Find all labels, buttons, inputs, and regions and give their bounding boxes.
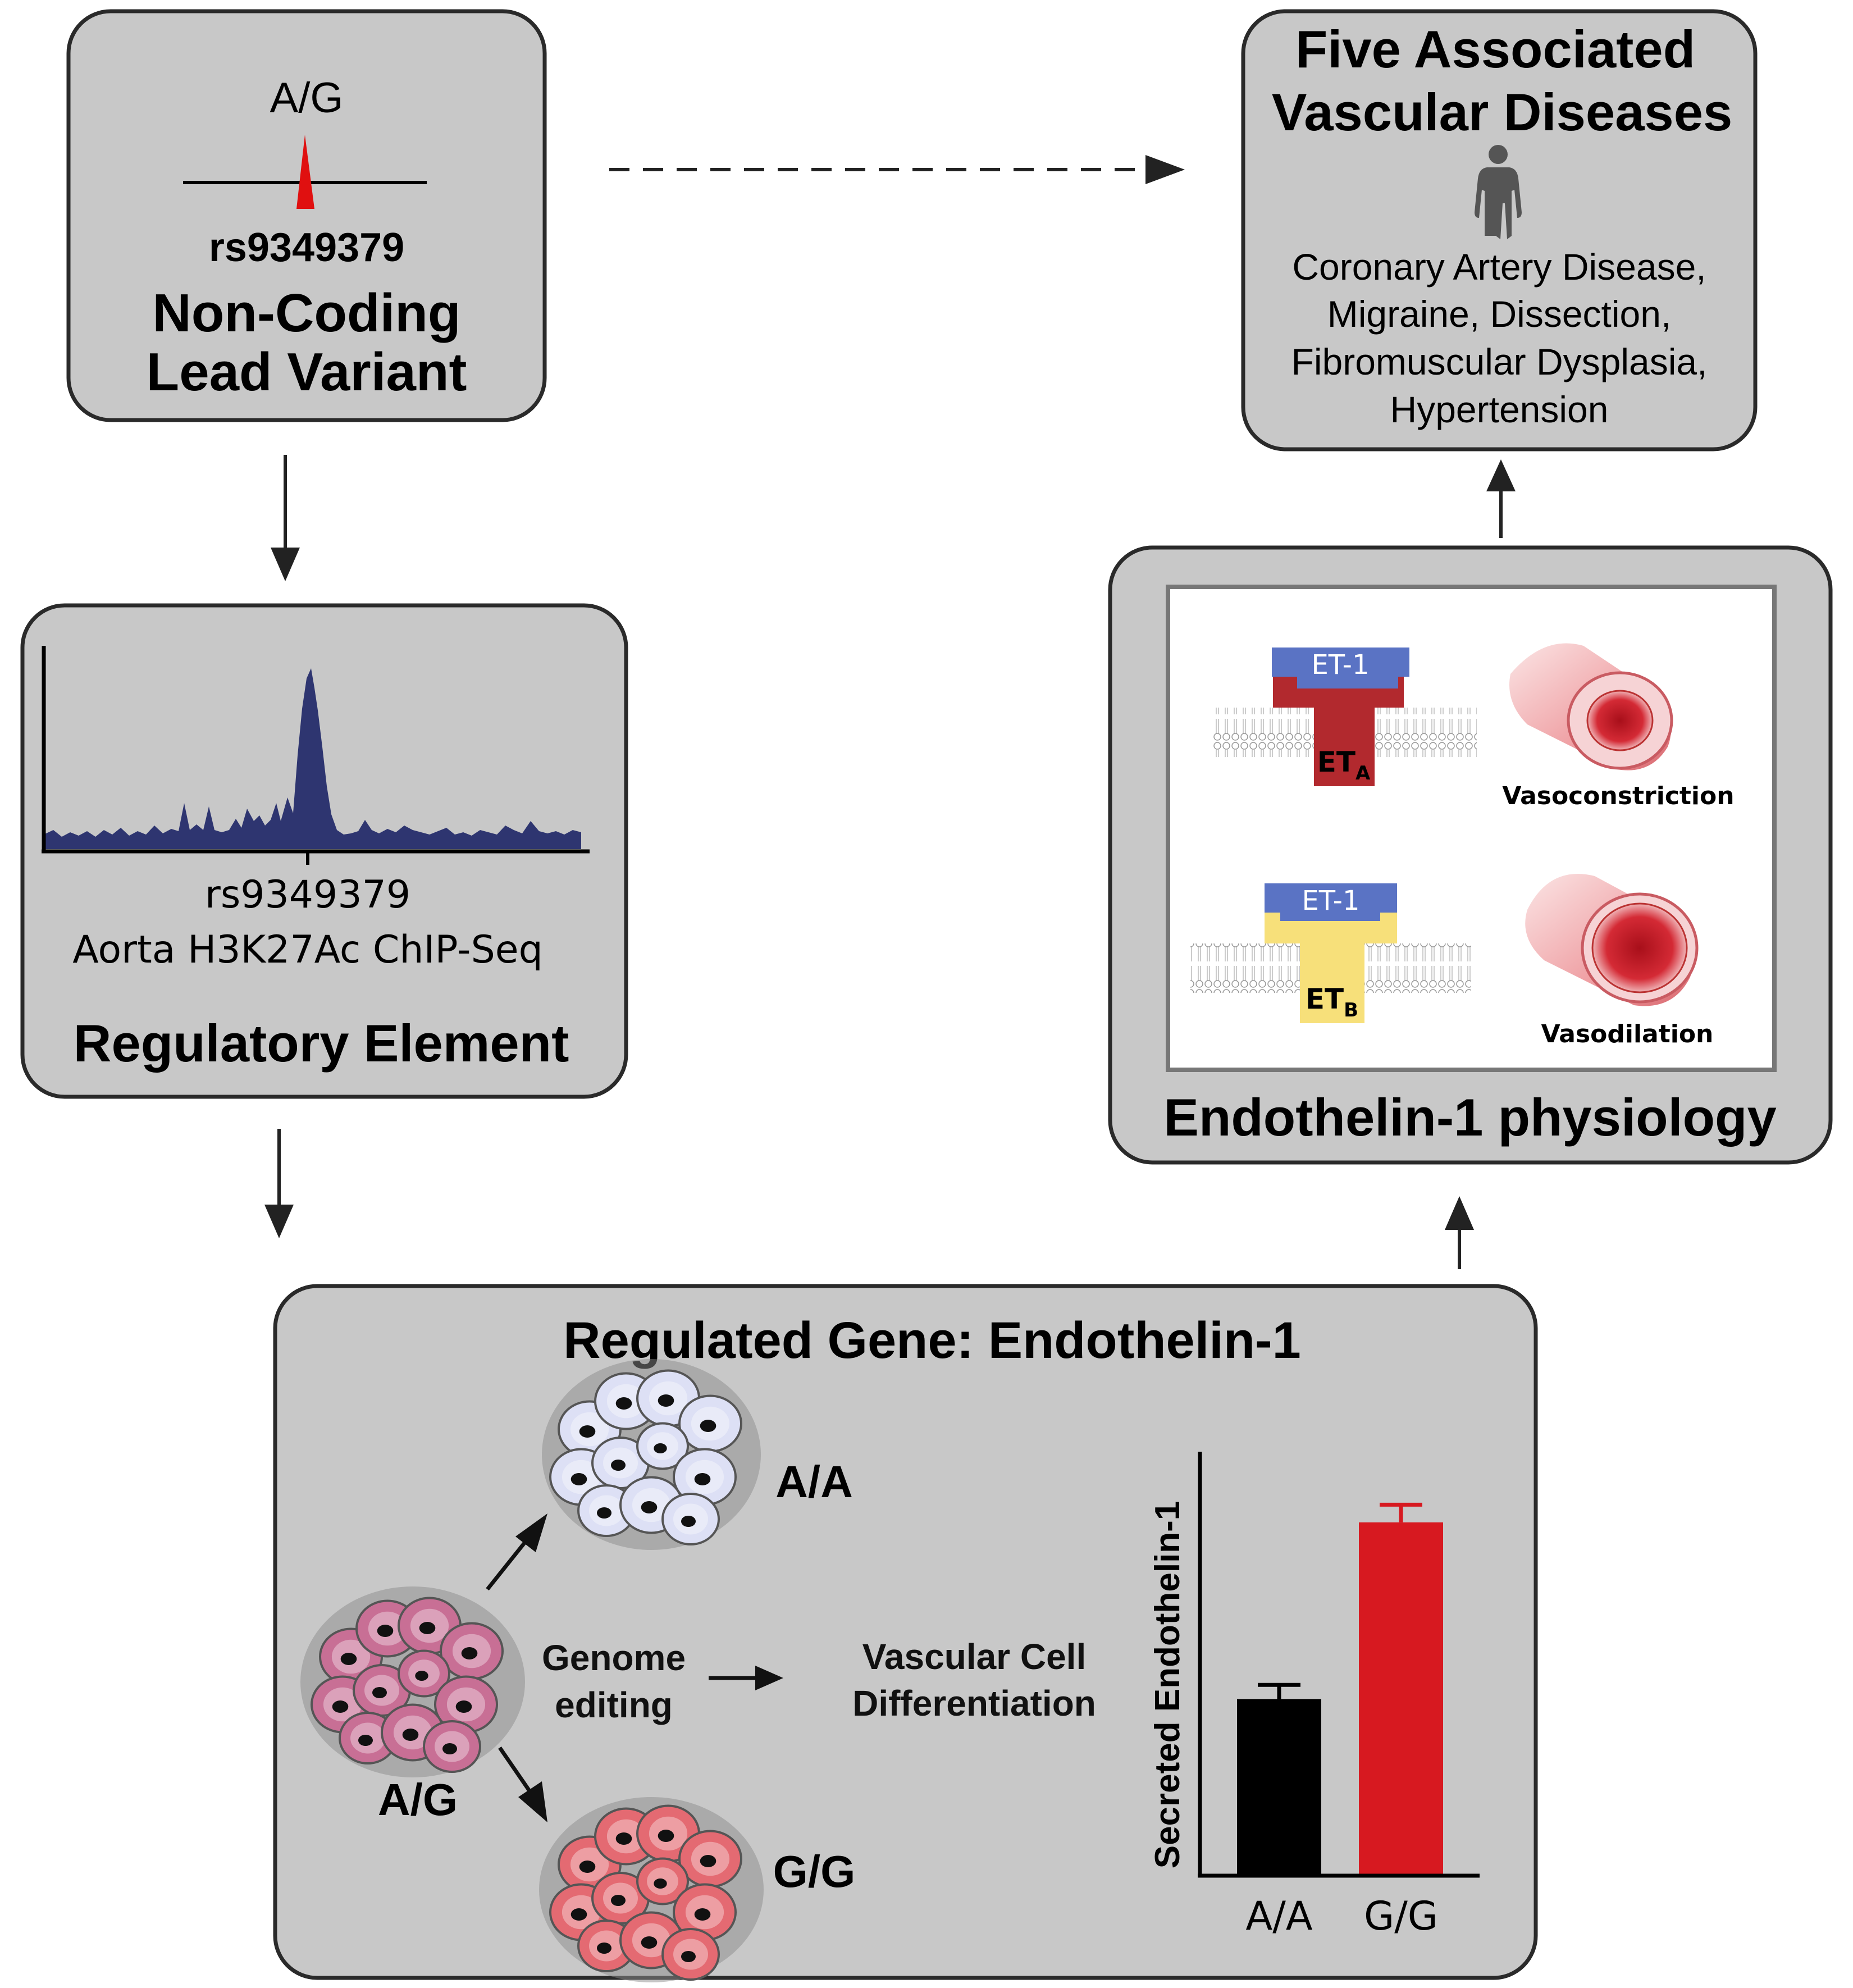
dashed-arrow	[609, 155, 1185, 184]
aa-cell	[636, 1422, 689, 1470]
variant-title-line2: Lead Variant	[147, 342, 467, 402]
ag-cell	[434, 1675, 498, 1734]
chip-track-label: rs9349379	[205, 873, 410, 917]
receptor-etb	[1265, 913, 1397, 1023]
genotype-aa-label: A/A	[775, 1457, 853, 1507]
cells-ag-icon	[300, 1586, 525, 1777]
gg-cell	[636, 1857, 689, 1905]
gg-cell	[673, 1883, 737, 1941]
effect-vasoconstriction: Vasoconstriction	[1502, 782, 1734, 810]
ligand-top-label: ET-1	[1311, 649, 1369, 681]
variant-rsid: rs9349379	[209, 225, 404, 270]
chip-track-name: Aorta H3K27Ac ChIP-Seq	[72, 928, 543, 972]
receptor-etb-label: ETB	[1306, 983, 1358, 1022]
ag-cell	[353, 1664, 411, 1717]
regulatory-title: Regulatory Element	[74, 1014, 569, 1073]
physiology-title: Endothelin-1 physiology	[1163, 1088, 1776, 1147]
receptor-eta-sub: A	[1355, 762, 1371, 785]
bar-gg	[1359, 1522, 1443, 1876]
ligand-bottom	[1265, 883, 1397, 921]
genotype-gg-label: G/G	[773, 1846, 856, 1896]
aa-cell	[591, 1437, 650, 1489]
receptor-etb-sub: B	[1344, 999, 1358, 1022]
diseases-title-line1: Five Associated	[1295, 20, 1695, 79]
aa-cell	[661, 1493, 720, 1545]
ligand-top	[1272, 648, 1409, 688]
gene-title: Regulated Gene: Endothelin-1	[563, 1312, 1301, 1369]
physiology-panel	[1166, 585, 1777, 1072]
chip-seq-peak	[45, 668, 581, 849]
step-differentiation-line1: Vascular Cell	[862, 1636, 1086, 1677]
ag-cell	[440, 1622, 504, 1680]
genotype-ag-label: A/G	[378, 1775, 458, 1825]
endothelin-bar-chart: Secreted Endothelin-1 A/A G/G	[1148, 1452, 1480, 1939]
vessel-dilated-icon	[1525, 874, 1699, 1006]
disease-4: Hypertension	[1390, 389, 1609, 430]
disease-2: Migraine, Dissection,	[1327, 293, 1672, 335]
gg-cell	[661, 1928, 720, 1981]
ligand-bottom-label: ET-1	[1302, 885, 1359, 917]
variant-marker-icon	[296, 135, 314, 209]
arrow-to-aa	[486, 1513, 547, 1591]
diseases-box: Five Associated Vascular Diseases Corona…	[1241, 9, 1758, 452]
variant-allele: A/G	[270, 74, 344, 122]
gg-cell	[678, 1830, 742, 1888]
cells-gg-icon	[539, 1797, 764, 1982]
step-genome-line2: editing	[555, 1685, 673, 1725]
ag-cell	[398, 1649, 450, 1698]
receptor-eta-main: ET	[1317, 746, 1355, 778]
receptor-eta-label: ETA	[1317, 746, 1371, 785]
vessel-constricted-icon	[1509, 643, 1673, 770]
arrow-editing-to-differentiation	[709, 1666, 783, 1690]
chart-y-label: Secreted Endothelin-1	[1148, 1501, 1187, 1869]
regulatory-box: rs9349379 Aorta H3K27Ac ChIP-Seq Regulat…	[20, 603, 628, 1099]
chart-tick-aa: A/A	[1245, 1893, 1312, 1939]
aa-cell	[678, 1394, 742, 1453]
human-figure-icon	[1475, 145, 1522, 239]
arrow-regulatory-to-gene	[264, 1129, 294, 1238]
gene-box: Regulated Gene: Endothelin-1 A/A A/G G/G	[273, 1284, 1538, 1982]
arrow-to-gg	[498, 1747, 547, 1822]
variant-box: A/G rs9349379 Non-Coding Lead Variant	[66, 9, 547, 422]
bar-aa	[1237, 1699, 1321, 1876]
cells-aa-icon	[542, 1359, 761, 1550]
variant-box-frame	[66, 9, 547, 422]
ag-cell	[423, 1720, 481, 1773]
chip-seq-track	[42, 646, 590, 865]
step-genome-line1: Genome	[542, 1638, 686, 1678]
physiology-box: ET-1 ETA Vasoconstriction ET-1 ETB Vasod…	[1108, 545, 1833, 1165]
disease-1: Coronary Artery Disease,	[1292, 246, 1706, 288]
diseases-title-line2: Vascular Diseases	[1272, 83, 1733, 142]
gg-cell	[591, 1872, 650, 1925]
effect-vasodilation: Vasodilation	[1541, 1020, 1714, 1048]
chart-tick-gg: G/G	[1364, 1893, 1438, 1939]
disease-3: Fibromuscular Dysplasia,	[1291, 341, 1708, 382]
receptor-eta	[1273, 677, 1404, 786]
arrow-physiology-to-diseases	[1486, 459, 1516, 538]
arrow-variant-to-regulatory	[271, 455, 300, 581]
arrow-gene-to-physiology	[1445, 1196, 1474, 1269]
receptor-etb-main: ET	[1306, 983, 1344, 1015]
variant-title-line1: Non-Coding	[152, 283, 460, 343]
step-differentiation-line2: Differentiation	[852, 1683, 1096, 1723]
